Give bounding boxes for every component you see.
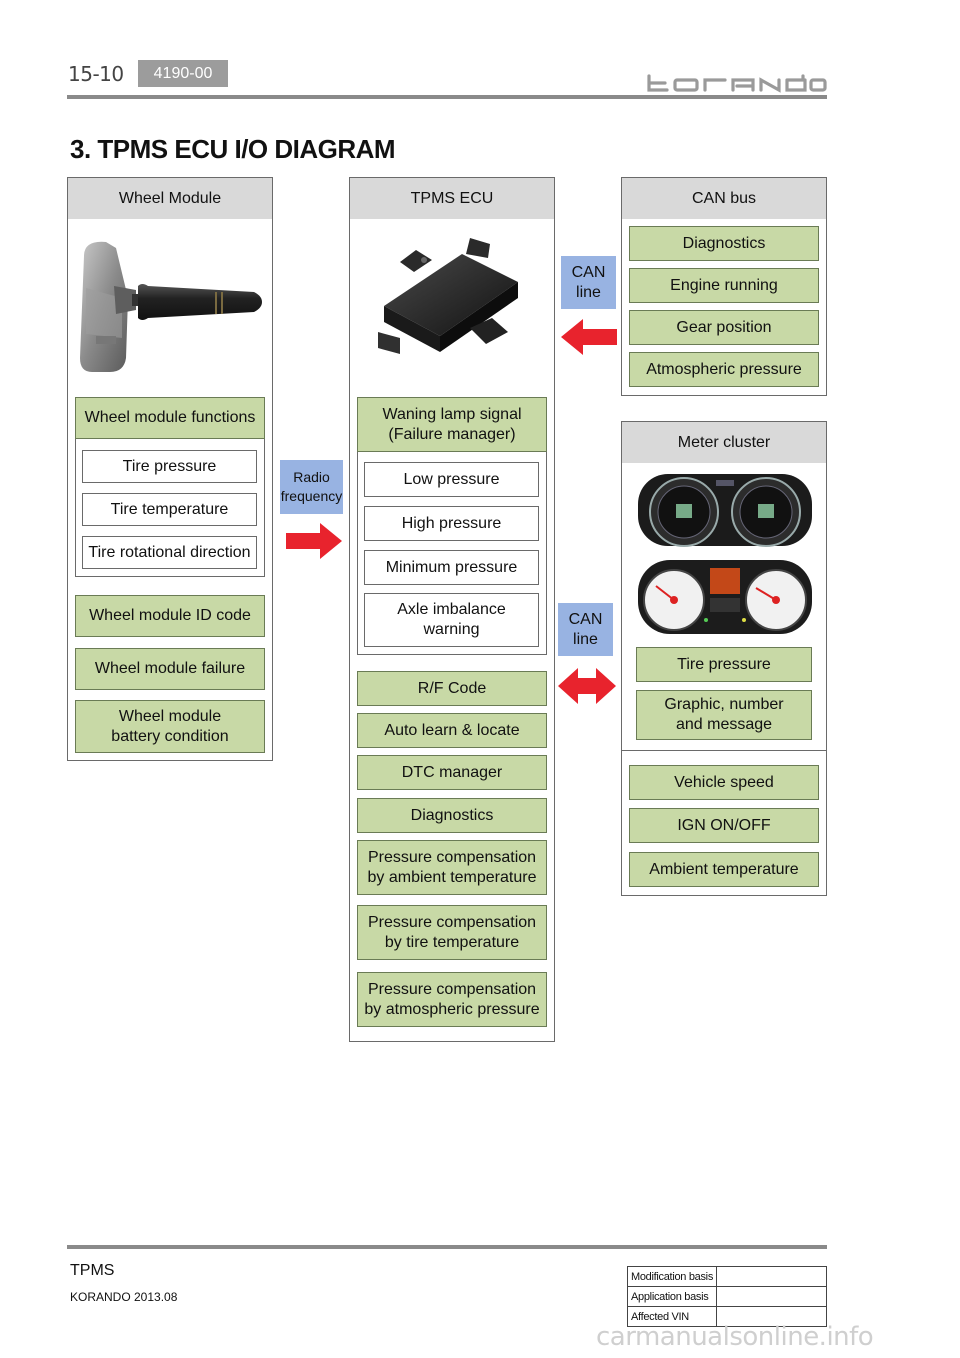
footer-title: TPMS <box>70 1262 115 1279</box>
graphic-line-2: and message <box>675 716 773 733</box>
ecu-rf-code: R/F Code <box>357 671 547 706</box>
can-top-line-2: line <box>576 283 601 301</box>
wheel-module-failure: Wheel module failure <box>75 648 265 690</box>
table-row: Application basis <box>626 1286 827 1307</box>
table-cell-label: Application basis <box>626 1286 718 1307</box>
meter-cluster-image-2 <box>638 560 812 634</box>
warning-axle-imbalance: Axle imbalance warning <box>364 593 539 647</box>
comp-atmo-line-2: by atmospheric pressure <box>364 1000 540 1018</box>
ecu-auto-learn: Auto learn & locate <box>357 713 547 748</box>
can-line-label-bottom: CAN line <box>558 603 613 656</box>
table-cell-label: Modification basis <box>626 1266 718 1287</box>
can-bus-engine-running: Engine running <box>629 268 819 303</box>
meter-vehicle-speed: Vehicle speed <box>629 765 819 800</box>
comp-tire-line-1: Pressure compensation <box>367 913 537 931</box>
page-title: 3. TPMS ECU I/O DIAGRAM <box>70 134 396 164</box>
table-row: Affected VIN <box>626 1306 827 1327</box>
header-rule <box>67 95 827 99</box>
can-line-label-top: CAN line <box>561 256 616 309</box>
ecu-diagnostics: Diagnostics <box>357 798 547 833</box>
meter-cluster-header: Meter cluster <box>622 422 826 463</box>
function-tire-pressure: Tire pressure <box>82 450 257 483</box>
tpms-ecu-image <box>378 238 518 354</box>
table-cell-value <box>716 1266 827 1287</box>
function-tire-rotational-direction: Tire rotational direction <box>82 536 257 569</box>
wheel-module-header: Wheel Module <box>68 178 272 219</box>
warning-lamp-line-2: (Failure manager) <box>388 425 516 443</box>
korando-logo <box>647 74 827 93</box>
warning-lamp-line-1: Waning lamp signal <box>382 405 522 423</box>
battery-line-2: battery condition <box>111 727 229 745</box>
ecu-dtc-manager: DTC manager <box>357 755 547 790</box>
function-tire-temperature: Tire temperature <box>82 493 257 526</box>
meter-graphic-message: Graphic, number and message <box>636 690 812 740</box>
footer-subtitle: KORANDO 2013.08 <box>70 1290 178 1304</box>
can-bottom-line-1: CAN <box>568 610 603 628</box>
meter-ambient-temperature: Ambient temperature <box>629 852 819 887</box>
table-cell-value <box>716 1286 827 1307</box>
can-bus-diagnostics: Diagnostics <box>629 226 819 261</box>
meter-ign-on-off: IGN ON/OFF <box>629 808 819 843</box>
wheel-module-id-code: Wheel module ID code <box>75 595 265 637</box>
ecu-pressure-comp-atmospheric: Pressure compensation by atmospheric pre… <box>357 972 547 1027</box>
comp-atmo-line-1: Pressure compensation <box>367 980 537 998</box>
ecu-pressure-comp-ambient: Pressure compensation by ambient tempera… <box>357 840 547 895</box>
can-arrow-left-icon <box>561 319 617 355</box>
footer-rule <box>67 1245 827 1249</box>
meter-cluster-divider <box>621 750 827 751</box>
can-bus-atmospheric-pressure: Atmospheric pressure <box>629 352 819 387</box>
page-number: 15-10 <box>68 62 124 86</box>
wheel-sensor-image <box>80 241 262 372</box>
watermark: carmanualsonline.info <box>596 1322 874 1352</box>
axle-line-1: Axle imbalance <box>397 601 506 618</box>
can-bus-header: CAN bus <box>622 178 826 219</box>
meter-cluster-image-1 <box>638 474 812 547</box>
tpms-ecu-header: TPMS ECU <box>350 178 554 219</box>
warning-high-pressure: High pressure <box>364 506 539 541</box>
radio-frequency-label: Radio frequency <box>280 460 343 514</box>
modification-table: Modification basis Application basis Aff… <box>626 1266 827 1327</box>
ecu-pressure-comp-tire: Pressure compensation by tire temperatur… <box>357 905 547 960</box>
radio-arrow-right-icon <box>286 523 342 559</box>
radio-line-2: frequency <box>280 488 343 504</box>
battery-line-1: Wheel module <box>118 707 222 725</box>
table-cell-value <box>716 1306 827 1327</box>
radio-line-1: Radio <box>293 469 330 485</box>
can-bottom-line-2: line <box>573 630 598 648</box>
section-code-badge: 4190-00 <box>138 60 228 87</box>
wheel-module-functions-title: Wheel module functions <box>75 397 265 439</box>
warning-minimum-pressure: Minimum pressure <box>364 550 539 585</box>
table-cell-label: Affected VIN <box>626 1306 718 1327</box>
axle-line-2: warning <box>423 621 480 638</box>
can-top-line-1: CAN <box>571 263 606 281</box>
wheel-module-battery-condition: Wheel module battery condition <box>75 700 265 753</box>
warning-low-pressure: Low pressure <box>364 462 539 497</box>
table-row: Modification basis <box>626 1266 827 1287</box>
can-bus-gear-position: Gear position <box>629 310 819 345</box>
comp-ambient-line-1: Pressure compensation <box>367 848 537 866</box>
meter-tire-pressure: Tire pressure <box>636 647 812 682</box>
comp-ambient-line-2: by ambient temperature <box>367 868 537 886</box>
warning-lamp-signal-title: Waning lamp signal (Failure manager) <box>357 397 547 452</box>
can-double-arrow-icon <box>558 668 616 704</box>
graphic-line-1: Graphic, number <box>664 696 784 713</box>
comp-tire-line-2: by tire temperature <box>384 933 520 951</box>
